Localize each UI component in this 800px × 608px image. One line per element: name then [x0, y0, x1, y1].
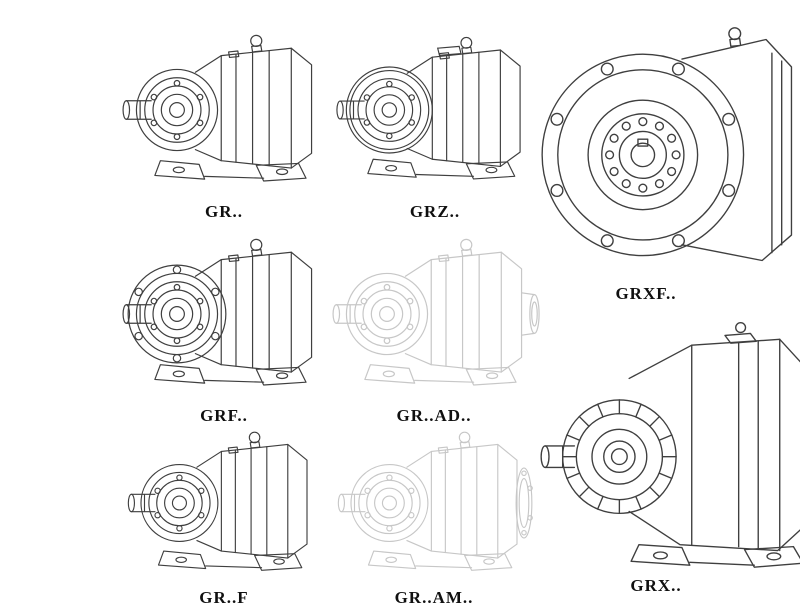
model-cell-grad: GR..AD.. — [328, 224, 540, 426]
model-cell-grf: GRF.. — [118, 224, 330, 426]
grxf-label: GRXF.. — [615, 284, 677, 303]
gr-label: GR.. — [205, 202, 243, 221]
model-cell-grx: GRX.. — [532, 310, 800, 596]
grx-gearbox-drawing — [540, 322, 800, 568]
grx-label: GRX.. — [630, 576, 682, 595]
grxf-gearbox-drawing — [541, 27, 793, 262]
gram-gearbox-phantom-drawing — [337, 431, 533, 571]
grf-gearbox-drawing — [122, 238, 313, 386]
gram-label: GR..AM.. — [394, 588, 474, 607]
grff-label: GR..F — [199, 588, 249, 607]
model-cell-grff: GR..F — [118, 420, 330, 608]
model-cell-grz: GRZ.. — [332, 20, 538, 222]
grz-label: GRZ.. — [409, 202, 461, 221]
model-cell-grxf: GRXF.. — [532, 18, 800, 304]
grad-label: GR..AD.. — [396, 406, 472, 425]
grz-gearbox-drawing — [336, 36, 521, 180]
gr-gearbox-drawing — [122, 34, 313, 182]
model-cell-gr: GR.. — [118, 20, 330, 222]
grff-gearbox-drawing — [127, 431, 308, 571]
grf-label: GRF.. — [200, 406, 248, 425]
model-cell-gram: GR..AM.. — [328, 420, 540, 608]
grad-gearbox-phantom-drawing — [332, 238, 540, 386]
